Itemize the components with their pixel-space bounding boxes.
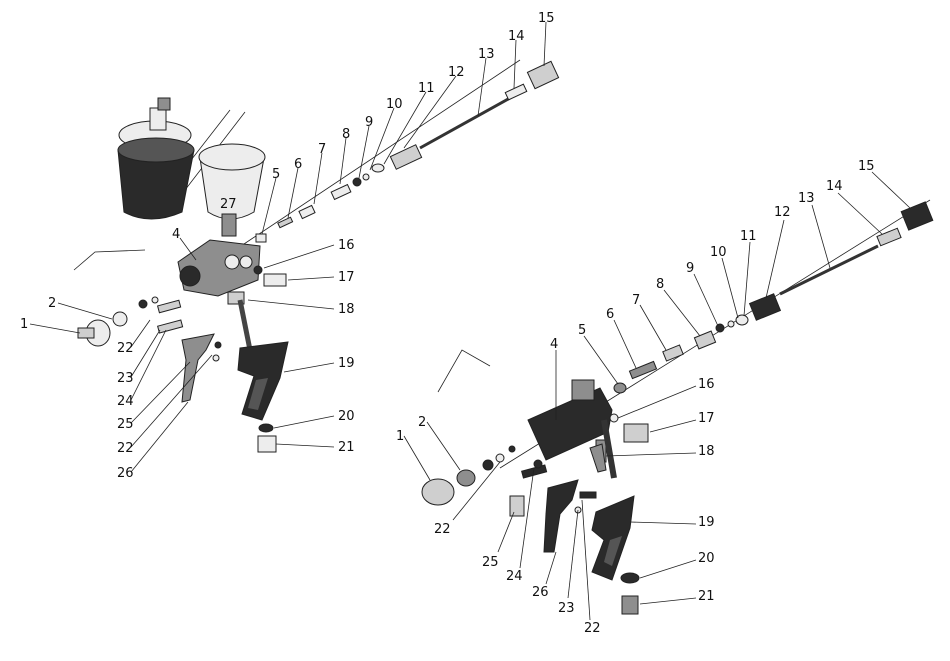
callout-label: 2 (418, 415, 426, 430)
callout-label: 2 (48, 296, 56, 311)
callout-label: 26 (532, 585, 549, 600)
callout-label: 7 (318, 142, 326, 157)
gun-body (178, 240, 260, 304)
callout-label: 6 (294, 157, 302, 172)
callout-label: 25 (482, 555, 499, 570)
callout-label: 9 (365, 115, 373, 130)
callout-label: 21 (698, 589, 715, 604)
callout-label: 27 (220, 197, 237, 212)
callout-label: 6 (606, 307, 614, 322)
callout-label: 19 (338, 356, 355, 371)
trigger (182, 334, 214, 402)
callout-label: 10 (386, 97, 403, 112)
callout-label: 7 (632, 293, 640, 308)
callout-label: 13 (798, 191, 815, 206)
callout-label: 4 (550, 337, 558, 352)
pin (158, 320, 183, 333)
callout-label: 22 (117, 441, 134, 456)
air-inlet (622, 596, 638, 614)
callout-label: 4 (172, 227, 180, 242)
callout-label: 19 (698, 515, 715, 530)
left-exploded-view: 1 2 22 23 24 25 22 26 4 5 6 7 8 9 10 11 … (20, 11, 559, 481)
air-inlet (258, 436, 276, 452)
callout-label: 17 (698, 411, 715, 426)
trigger (544, 480, 578, 552)
pin (510, 496, 524, 516)
needle-assembly (614, 202, 933, 393)
callout-label: 20 (338, 409, 355, 424)
callout-label: 18 (338, 302, 355, 317)
callout-label: 8 (656, 277, 664, 292)
fluid-knob (624, 424, 648, 442)
callout-label: 18 (698, 444, 715, 459)
right-part-labels: 1 2 22 25 24 26 23 22 4 5 6 7 8 9 10 11 … (396, 159, 875, 636)
left-part-labels: 1 2 22 23 24 25 22 26 4 5 6 7 8 9 10 11 … (20, 11, 555, 481)
callout-label: 16 (698, 377, 715, 392)
callout-label: 24 (506, 569, 523, 584)
callout-label: 17 (338, 270, 355, 285)
right-exploded-view: 1 2 22 25 24 26 23 22 4 5 6 7 8 9 10 11 … (396, 159, 933, 636)
callout-label: 11 (740, 229, 757, 244)
callout-label: 1 (396, 429, 404, 444)
callout-label: 9 (686, 261, 694, 276)
callout-label: 8 (342, 127, 350, 142)
callout-label: 25 (117, 417, 134, 432)
callout-label: 15 (858, 159, 875, 174)
air-cap (78, 320, 110, 346)
callout-label: 22 (584, 621, 601, 636)
callout-label: 14 (826, 179, 843, 194)
callout-label: 23 (558, 601, 575, 616)
callout-label: 23 (117, 371, 134, 386)
light-cup (199, 144, 265, 236)
handle (592, 496, 634, 580)
dark-cup (118, 138, 194, 219)
callout-label: 15 (538, 11, 555, 26)
callout-label: 12 (774, 205, 791, 220)
callout-label: 16 (338, 238, 355, 253)
callout-label: 22 (434, 522, 451, 537)
callout-label: 11 (418, 81, 435, 96)
needle-assembly (256, 61, 559, 242)
callout-label: 20 (698, 551, 715, 566)
air-cap (422, 446, 515, 505)
callout-label: 1 (20, 317, 28, 332)
pin (158, 300, 181, 312)
callout-label: 13 (478, 47, 495, 62)
callout-label: 21 (338, 440, 355, 455)
callout-label: 14 (508, 29, 525, 44)
callout-label: 10 (710, 245, 727, 260)
callout-label: 5 (272, 167, 280, 182)
callout-label: 26 (117, 466, 134, 481)
callout-label: 12 (448, 65, 465, 80)
air-valve (264, 274, 286, 286)
callout-label: 5 (578, 323, 586, 338)
callout-label: 22 (117, 341, 134, 356)
callout-label: 24 (117, 394, 134, 409)
nozzle (113, 312, 127, 326)
